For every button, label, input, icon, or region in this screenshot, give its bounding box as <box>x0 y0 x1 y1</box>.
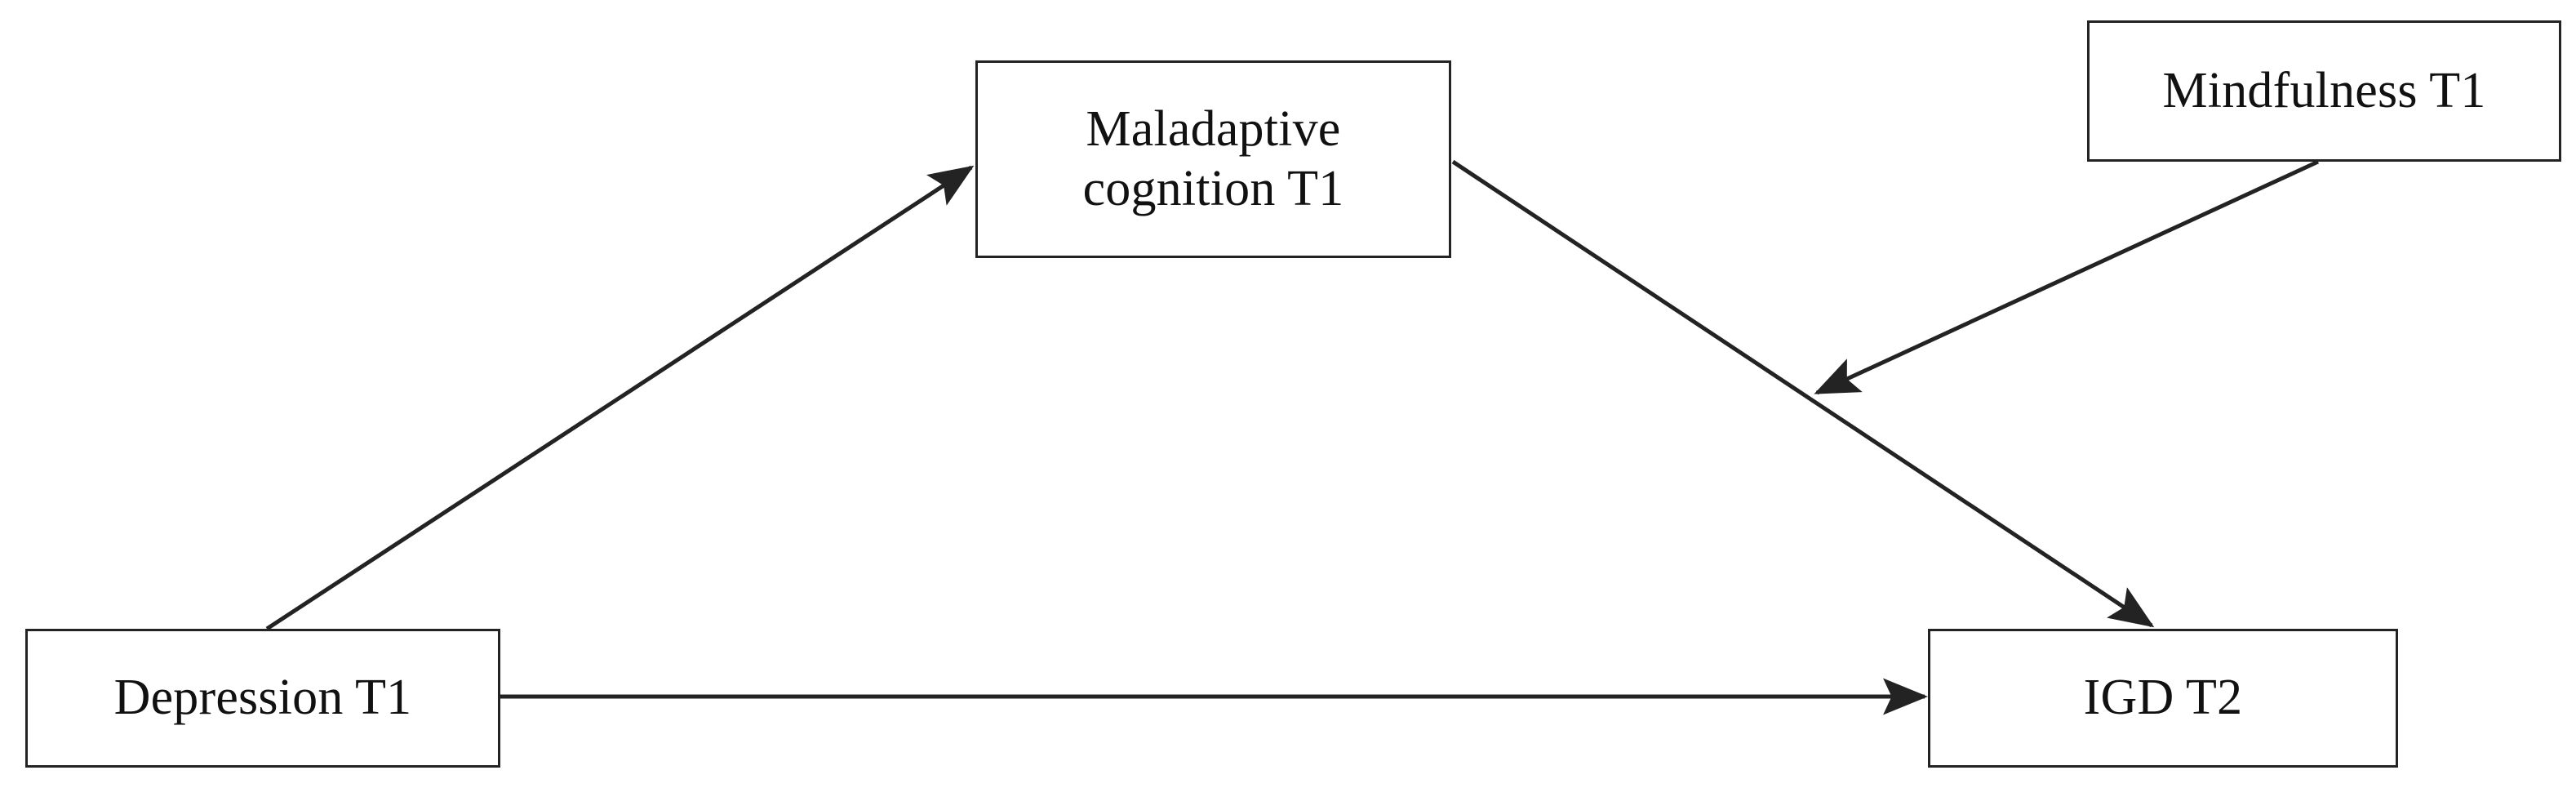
node-depression-t1[interactable]: Depression T1 <box>25 629 500 768</box>
node-igd-t2-label: IGD T2 <box>2083 670 2243 726</box>
node-maladaptive-cognition-t1[interactable]: Maladaptive cognition T1 <box>975 60 1451 258</box>
edge-mindfulness-to-path <box>1814 159 2320 395</box>
node-mindfulness-t1[interactable]: Mindfulness T1 <box>2087 20 2561 162</box>
node-depression-t1-label: Depression T1 <box>113 670 412 726</box>
node-mindfulness-t1-label: Mindfulness T1 <box>2162 62 2486 118</box>
edge-maladaptive-to-igd <box>1451 159 2155 628</box>
node-maladaptive-cognition-t1-label: Maladaptive cognition T1 <box>1082 100 1344 216</box>
edge-depression-to-maladaptive <box>265 165 975 631</box>
node-igd-t2[interactable]: IGD T2 <box>1928 629 2398 768</box>
